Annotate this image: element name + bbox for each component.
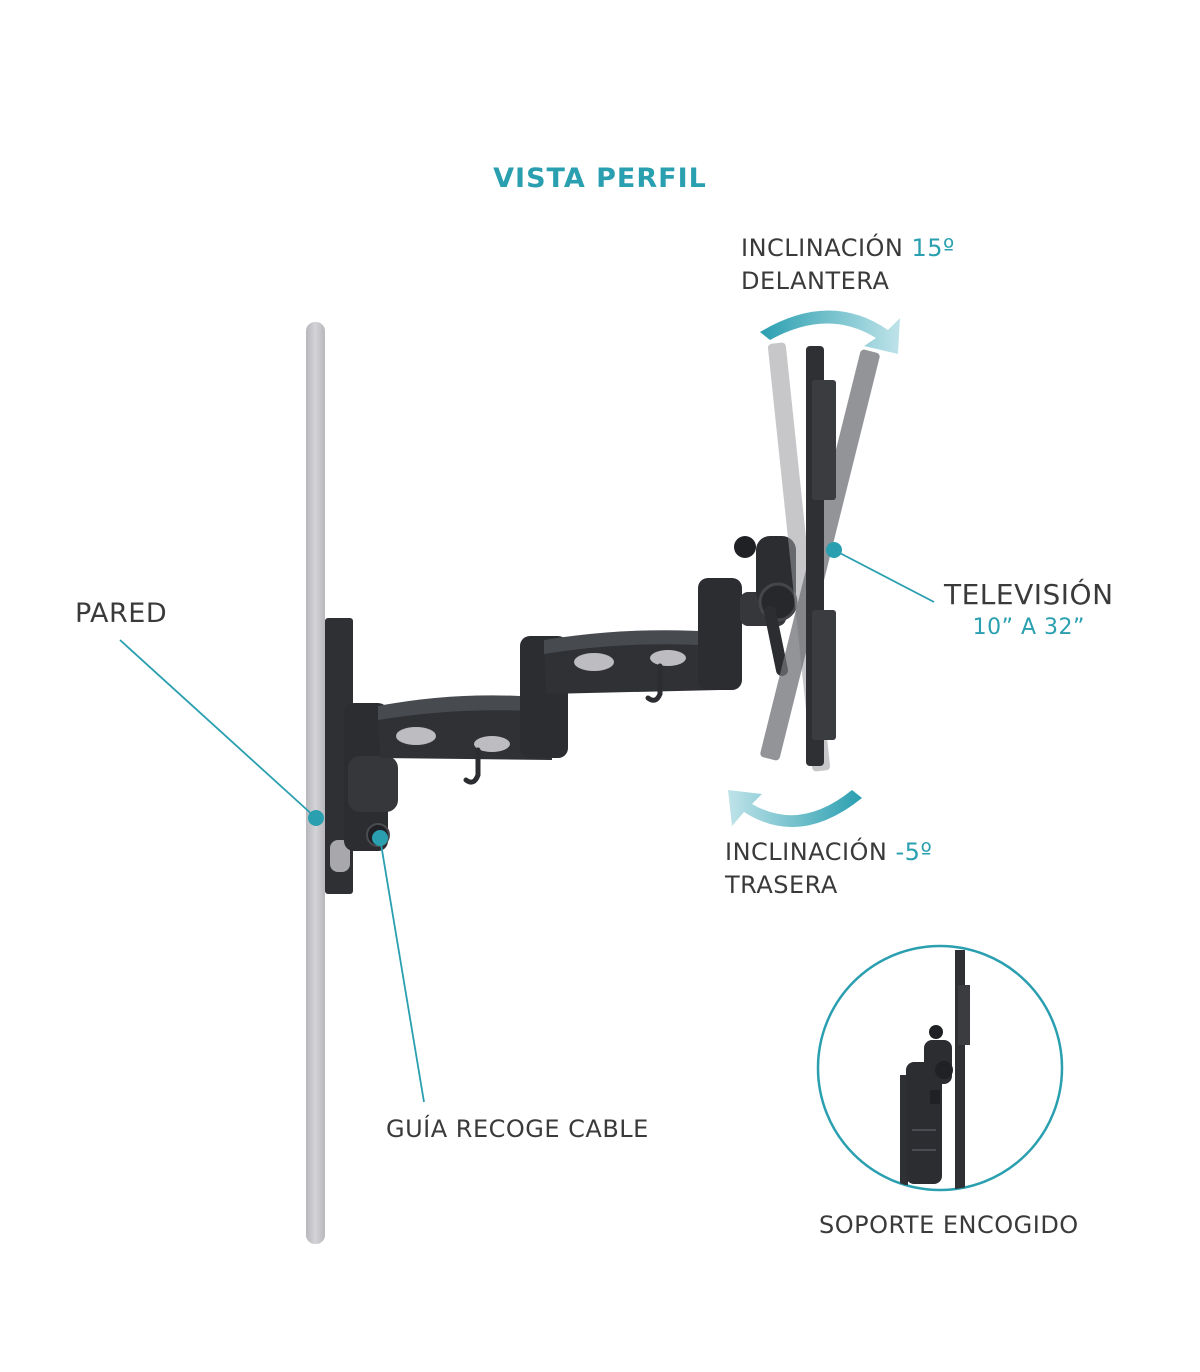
tilt-rear-direction: TRASERA	[725, 871, 838, 899]
tilt-rear-label: INCLINACIÓN -5º TRASERA	[725, 836, 932, 902]
cable-guide-label: GUÍA RECOGE CABLE	[386, 1115, 649, 1143]
callout-dot-tv	[826, 542, 842, 558]
tilt-front-arrow-icon	[760, 310, 900, 354]
tilt-front-direction: DELANTERA	[741, 267, 890, 295]
tv-label-name: TELEVISIÓN	[944, 578, 1114, 611]
diagram-title: VISTA PERFIL	[493, 163, 707, 194]
folded-mount-illustration	[900, 950, 970, 1190]
tilt-knob	[734, 536, 756, 558]
tilt-front-prefix: INCLINACIÓN	[741, 234, 904, 262]
tv-size-range: 10” A 32”	[972, 615, 1085, 640]
callout-dot-wall	[308, 810, 324, 826]
tv-label: TELEVISIÓN 10” A 32”	[944, 578, 1114, 644]
callout-dot-cable-guide	[372, 830, 388, 846]
folded-label: SOPORTE ENCOGIDO	[819, 1211, 1079, 1239]
callout-line-tv	[833, 549, 935, 603]
tilt-front-value: 15º	[911, 234, 955, 262]
callout-line-cable-guide	[379, 837, 425, 1103]
tilt-rear-arrow-icon	[728, 790, 862, 828]
wall-label: PARED	[75, 598, 168, 629]
tilt-rear-prefix: INCLINACIÓN	[725, 838, 888, 866]
tilt-front-label: INCLINACIÓN 15º DELANTERA	[741, 232, 955, 298]
callout-line-wall	[119, 639, 317, 819]
tilt-rear-value: -5º	[895, 838, 933, 866]
wall	[306, 322, 325, 1244]
upper-joint	[698, 578, 742, 690]
